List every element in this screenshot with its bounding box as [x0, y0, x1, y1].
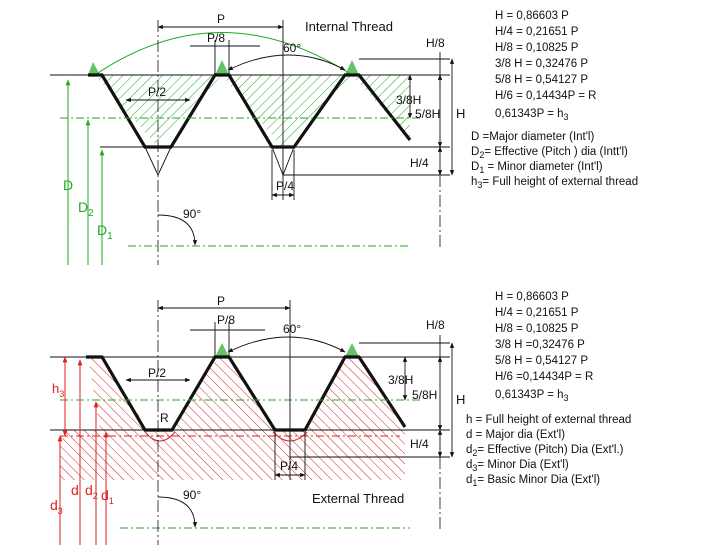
external-label-h4: H/4 [410, 437, 429, 451]
internal-crest-arc [94, 32, 353, 76]
internal-crest-triangle-3 [345, 60, 359, 75]
external-crest-triangle-1 [215, 343, 229, 357]
internal-60-arc [227, 54, 346, 71]
external-label-60: 60° [283, 322, 301, 336]
external-legend-item-2: d = Major dia (Ext'l) [466, 429, 565, 441]
internal-crest-triangle-1 [88, 62, 100, 75]
internal-label-p8: P/8 [207, 31, 225, 45]
external-label-r: R [160, 411, 169, 425]
internal-label-60: 60° [283, 41, 301, 55]
internal-legend-item-4: h3= Full height of external thread [471, 176, 638, 190]
external-label-90: 90° [183, 488, 201, 502]
internal-formula-6: H/6 = 0,14434P = R [495, 90, 596, 102]
external-label-h38: 3/8H [388, 373, 413, 387]
external-label-p8: P/8 [217, 313, 235, 327]
internal-90-arc [157, 214, 198, 246]
external-label-p: P [217, 294, 225, 308]
internal-label-h8: H/8 [426, 36, 445, 50]
external-legend-item-3: d2= Effective (Pitch) Dia (Ext'l.) [466, 444, 624, 458]
external-title: External Thread [312, 491, 404, 506]
external-legend-item-4: d3= Minor Dia (Ext'l) [466, 459, 569, 473]
internal-formula-1: H = 0,86603 P [495, 10, 569, 22]
external-formula-1: H = 0,86603 P [495, 291, 569, 303]
external-label-h8: H/8 [426, 318, 445, 332]
internal-label-p: P [217, 12, 225, 26]
internal-label-h: H [456, 106, 465, 121]
internal-formula-2: H/4 = 0,21651 P [495, 26, 579, 38]
internal-label-h58: 5/8H [415, 107, 440, 121]
external-legend-item-1: h = Full height of external thread [466, 414, 631, 426]
internal-formula-4: 3/8 H = 0,32476 P [495, 58, 588, 70]
internal-formula-h3: 0,61343P = h3 [495, 108, 569, 122]
external-label-p4: P/4 [280, 459, 298, 473]
external-label-h: H [456, 392, 465, 407]
internal-legend-item-1: D =Major diameter (Int'l) [471, 131, 594, 143]
external-crest-triangle-2 [345, 343, 359, 357]
external-thread-figure: External Thread P P/8 60° P/2 R P/4 H/8 … [50, 291, 631, 545]
external-label-d: d [71, 482, 79, 498]
external-formula-h3: 0,61343P = h3 [495, 389, 569, 403]
internal-legend-item-3: D1 = Minor diameter (Int'l) [471, 161, 603, 175]
external-label-d3: d3 [50, 497, 63, 516]
internal-label-D1: D1 [97, 222, 113, 242]
internal-label-h4: H/4 [410, 156, 429, 170]
internal-label-h38: 3/8H [396, 93, 421, 107]
internal-label-90: 90° [183, 207, 201, 221]
internal-crest-triangle-2 [215, 60, 229, 75]
internal-label-D2: D2 [78, 199, 94, 219]
internal-legend: D =Major diameter (Int'l) D2= Effective (… [471, 131, 638, 190]
internal-label-D: D [63, 177, 73, 193]
external-label-p2: P/2 [148, 366, 166, 380]
external-formula-4: 3/8 H =0,32476 P [495, 339, 585, 351]
external-90-arc [157, 496, 198, 528]
external-label-d1: d1 [101, 487, 114, 506]
external-hatch-area [60, 357, 405, 480]
external-formula-3: H/8 = 0,10825 P [495, 323, 579, 335]
internal-title: Internal Thread [305, 19, 393, 34]
internal-label-p2: P/2 [148, 85, 166, 99]
external-formula-6: H/6 =0,14434P = R [495, 371, 593, 383]
internal-legend-item-2: D2= Effective (Pitch ) dia (Intt'l) [471, 146, 628, 160]
external-formula-list: H = 0,86603 P H/4 = 0,21651 P H/8 = 0,1082… [495, 291, 593, 383]
external-label-h3: h3 [52, 381, 64, 399]
external-formula-5: 5/8 H = 0,54127 P [495, 355, 588, 367]
internal-thread-figure: Internal Thread P P/8 60° P/2 P/4 H/8 3/… [50, 10, 638, 265]
external-legend: h = Full height of external thread d = Ma… [466, 414, 631, 488]
external-legend-item-5: d1= Basic Minor Dia (Ext'l) [466, 474, 600, 488]
internal-label-p4: P/4 [276, 179, 294, 193]
external-root-arc-1 [144, 431, 176, 442]
internal-formula-list: H = 0,86603 P H/4 = 0,21651 P H/8 = 0,1082… [495, 10, 596, 102]
internal-hatch-area [88, 75, 410, 147]
external-60-arc [227, 336, 346, 353]
internal-formula-5: 5/8 H = 0,54127 P [495, 74, 588, 86]
external-formula-2: H/4 = 0,21651 P [495, 307, 579, 319]
external-label-d2: d2 [85, 482, 98, 501]
external-label-h58: 5/8H [412, 388, 437, 402]
internal-formula-3: H/8 = 0,10825 P [495, 42, 579, 54]
